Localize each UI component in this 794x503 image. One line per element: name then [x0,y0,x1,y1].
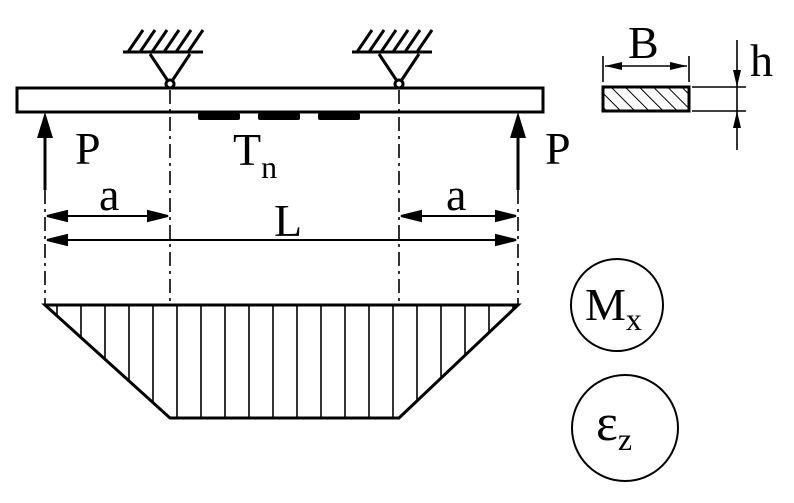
dimension-label-a-right: a [446,169,466,220]
strain-label-sub: z [618,421,632,457]
moment-label-main: M [585,279,626,330]
strain-label-main: ε [596,395,618,452]
force-arrow-right [510,112,526,190]
strain-label-circle [571,374,679,482]
section-width-label: B [628,17,659,68]
dimension-a-left [46,209,169,223]
gauge-label-main: T [233,124,261,175]
moment-label-sub: x [626,301,642,337]
force-arrow-left [37,112,53,190]
support-left [123,29,205,90]
force-label-right: P [545,123,571,174]
cross-section [601,40,746,150]
gauge-label-sub: n [261,149,277,185]
support-right [352,29,434,90]
force-label-left: P [75,123,101,174]
section-height-label: h [750,35,773,86]
strain-label: εz [596,395,632,457]
dimension-label-a-left: a [99,169,119,220]
dimension-label-L: L [274,195,302,246]
dimension-a-right [400,209,517,223]
strain-gauges [198,113,360,120]
moment-label: Mx [585,279,642,337]
dimension-L [46,233,517,247]
gauge-label: Tn [233,124,277,185]
moment-label-circle [570,258,664,352]
moment-diagram [41,303,522,420]
beam [15,86,545,114]
